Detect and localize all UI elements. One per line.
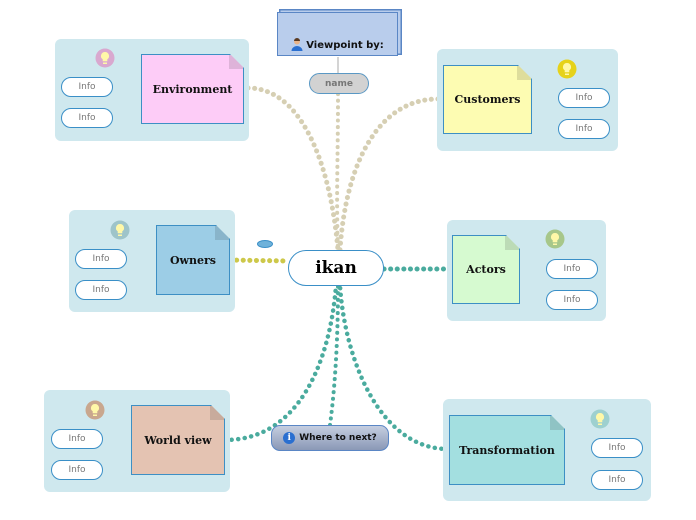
info-button[interactable]: Info (51, 460, 103, 480)
lightbulb-icon (545, 229, 565, 249)
collapse-toggle[interactable] (257, 240, 273, 248)
lightbulb-icon (590, 409, 610, 429)
where-next-button[interactable]: i Where to next? (271, 425, 389, 451)
central-topic[interactable]: ikan (288, 250, 384, 286)
link-transformation (337, 283, 451, 452)
lightbulb-icon (95, 48, 115, 68)
topic-label: Transformation (459, 443, 555, 457)
info-button[interactable]: Info (61, 108, 113, 128)
central-topic-label: ikan (315, 258, 357, 278)
link-world-view (222, 283, 339, 443)
topic-label: Actors (466, 263, 506, 276)
link-viewpoint (335, 92, 340, 252)
viewpoint-card[interactable]: Viewpoint by: (277, 12, 398, 56)
topic-label: Customers (454, 93, 521, 106)
info-button[interactable]: Info (591, 438, 643, 458)
info-button[interactable]: Info (558, 119, 610, 139)
topic-note-actors[interactable]: Actors (452, 235, 520, 304)
viewpoint-label: Viewpoint by: (306, 40, 384, 51)
topic-note-owners[interactable]: Owners (156, 225, 230, 295)
topic-note-world-view[interactable]: World view (131, 405, 225, 475)
info-button[interactable]: Info (591, 470, 643, 490)
link-owners (227, 257, 291, 264)
info-button[interactable]: Info (75, 280, 127, 300)
link-customers (337, 96, 441, 253)
info-button[interactable]: Info (546, 290, 598, 310)
info-button[interactable]: Info (61, 77, 113, 97)
where-next-label: Where to next? (299, 433, 377, 443)
info-button[interactable]: Info (558, 88, 610, 108)
topic-note-customers[interactable]: Customers (443, 65, 532, 134)
topic-label: World view (144, 433, 212, 447)
user-icon (291, 38, 303, 51)
topic-label: Owners (169, 253, 217, 267)
lightbulb-icon (85, 400, 105, 420)
topic-note-environment[interactable]: Environment (141, 54, 244, 124)
lightbulb-icon (557, 59, 577, 79)
lightbulb-icon (110, 220, 130, 240)
info-button[interactable]: Info (75, 249, 127, 269)
info-icon: i (283, 432, 296, 444)
topic-label: Environment (152, 82, 233, 96)
topic-note-transformation[interactable]: Transformation (449, 415, 565, 485)
info-button[interactable]: Info (51, 429, 103, 449)
name-field[interactable]: name (309, 73, 369, 94)
link-where-next (328, 284, 340, 427)
link-environment (245, 85, 341, 253)
info-button[interactable]: Info (546, 259, 598, 279)
